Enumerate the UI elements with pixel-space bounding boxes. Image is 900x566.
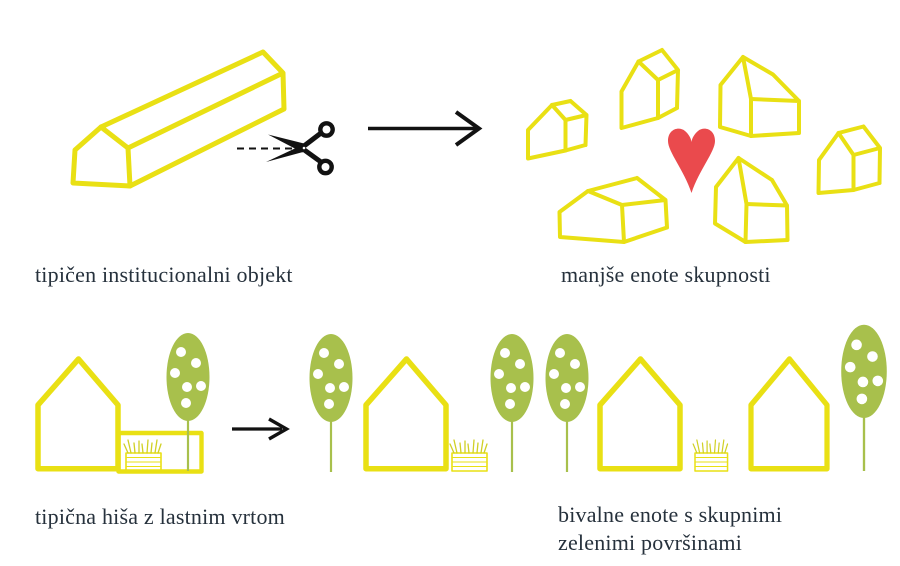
small-house-6 — [713, 156, 790, 244]
caption-line-2: zelenimi površinami — [558, 530, 743, 555]
top-arrow-icon — [368, 110, 483, 147]
small-house-1 — [526, 99, 589, 161]
small-house-4 — [816, 124, 882, 195]
row-house-1 — [366, 359, 446, 469]
heart-icon — [668, 128, 715, 193]
row-house-3 — [751, 359, 827, 469]
shared-garden-bed-1 — [449, 439, 488, 472]
caption-typical-house-own-garden: tipična hiša z lastnim vrtom — [35, 504, 285, 529]
shared-garden-bed-2 — [692, 439, 729, 472]
shared-tree-2 — [489, 332, 535, 474]
garden-bed-icon — [123, 439, 162, 472]
caption-smaller-community-units: manjše enote skupnosti — [561, 262, 771, 287]
shared-tree-1 — [308, 332, 354, 474]
small-house-5 — [557, 176, 669, 244]
bottom-arrow-icon — [232, 417, 290, 441]
small-house-2 — [619, 48, 680, 130]
scissors-icon — [266, 121, 335, 176]
small-house-3 — [718, 55, 801, 138]
caption-living-units-shared-green: bivalne enote s skupnimi zelenimi površi… — [558, 501, 782, 557]
detached-house-icon — [38, 359, 118, 469]
row-house-2 — [600, 359, 680, 469]
institutional-block-icon — [70, 49, 287, 189]
shared-tree-3 — [544, 332, 590, 474]
caption-institutional-object: tipičen institucionalni objekt — [35, 262, 293, 287]
shared-tree-4 — [840, 323, 888, 473]
caption-line-1: bivalne enote s skupnimi — [558, 502, 783, 527]
